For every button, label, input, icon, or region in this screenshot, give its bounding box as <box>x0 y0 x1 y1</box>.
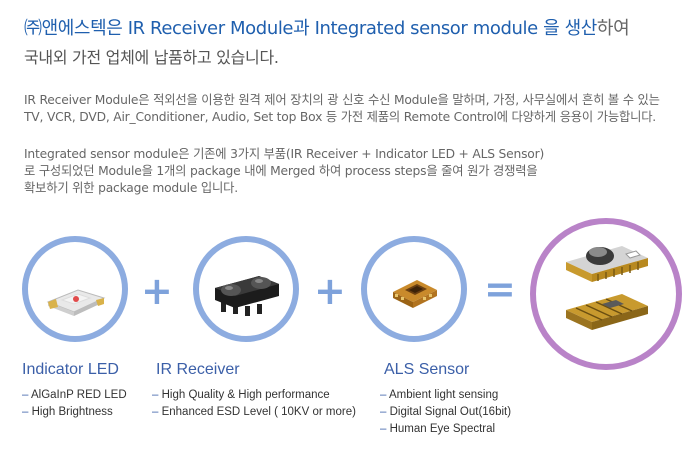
ir-description-line-1: IR Receiver Module은 적외선을 이용한 원격 제어 장치의 광… <box>24 93 660 107</box>
page-subheading: 국내외 가전 업체에 납품하고 있습니다. <box>24 48 279 67</box>
heading-main: ㈜앤에스텍은 IR Receiver Module과 Integrated se… <box>24 18 597 39</box>
sensor-description-line-2: 로 구성되었던 Module을 1개의 package 내에 Merged 하여… <box>24 164 538 178</box>
plus-sign-1: + <box>141 269 173 313</box>
page-heading: ㈜앤에스텍은 IR Receiver Module과 Integrated se… <box>24 14 630 40</box>
product-title-als-sensor: ALS Sensor <box>384 361 470 378</box>
indicator-led-circle <box>22 236 128 342</box>
feature-item: Digital Signal Out(16bit) <box>380 404 511 421</box>
integrated-module-circle <box>530 218 682 370</box>
features-als-sensor: Ambient light sensing Digital Signal Out… <box>380 387 511 438</box>
indicator-led-image <box>46 289 106 316</box>
sensor-description-line-1: Integrated sensor module은 기존에 3가지 부품(IR … <box>24 147 545 161</box>
heading-tail: 하여 <box>596 18 630 39</box>
plus-sign-2: + <box>314 269 346 313</box>
features-indicator-led: AlGaInP RED LED High Brightness <box>22 387 127 421</box>
product-title-indicator-led: Indicator LED <box>22 361 119 378</box>
product-title-ir-receiver: IR Receiver <box>156 361 240 378</box>
equals-sign: = <box>484 267 516 311</box>
feature-item: Ambient light sensing <box>380 387 511 404</box>
feature-item: High Brightness <box>22 404 127 421</box>
feature-item: Enhanced ESD Level ( 10KV or more) <box>152 404 356 421</box>
feature-item: AlGaInP RED LED <box>22 387 127 404</box>
als-sensor-image <box>393 280 437 308</box>
integrated-module-image <box>566 246 648 330</box>
ir-receiver-image <box>215 276 279 316</box>
feature-item: Human Eye Spectral <box>380 421 511 438</box>
features-ir-receiver: High Quality & High performance Enhanced… <box>152 387 356 421</box>
feature-item: High Quality & High performance <box>152 387 356 404</box>
als-sensor-circle <box>361 236 467 342</box>
sensor-description-line-3: 확보하기 위한 package module 입니다. <box>24 181 238 195</box>
ir-receiver-circle <box>193 236 299 342</box>
ir-description-line-2: TV, VCR, DVD, Air_Conditioner, Audio, Se… <box>24 110 657 124</box>
